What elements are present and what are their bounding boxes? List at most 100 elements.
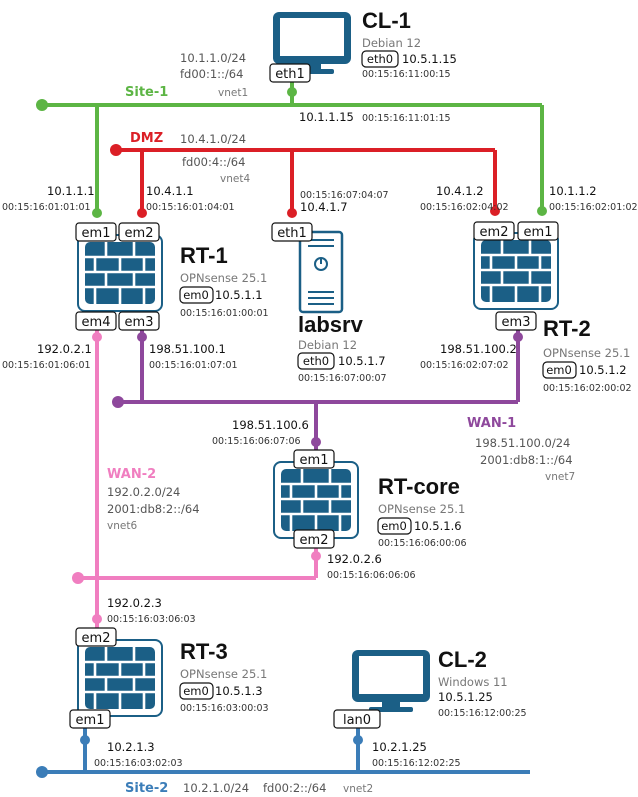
wan2-cidr6: 2001:db8:2::/64 [107, 502, 200, 516]
wan1-vnet: vnet7 [545, 471, 575, 483]
rt3-em1-mac: 00:15:16:03:02:03 [94, 758, 183, 769]
cl2-lan0-mac: 00:15:16:12:02:25 [372, 758, 461, 769]
cl1-os: Debian 12 [362, 36, 421, 50]
labsrv-mgmt-mac: 00:15:16:07:00:07 [298, 373, 387, 384]
rt1-em4-label: em4 [75, 311, 117, 331]
rtcore-mgmt-mac: 00:15:16:06:00:06 [378, 538, 467, 549]
rt1-em2-ip: 10.4.1.1 [146, 184, 194, 198]
rtcore-em1-ip: 198.51.100.6 [232, 418, 309, 432]
rt2-mgmt-mac: 00:15:16:02:00:02 [543, 383, 632, 394]
rt1-em2-label: em2 [118, 222, 160, 242]
rt3-em2-label: em2 [75, 627, 117, 647]
rt1-em3-ip: 198.51.100.1 [149, 342, 226, 356]
wan1-name: WAN-1 [467, 416, 516, 431]
rtcore-os: OPNsense 25.1 [378, 502, 465, 516]
rt3-em1-port [80, 735, 90, 745]
svg-text:em3: em3 [125, 315, 154, 330]
rt3-em1-ip: 10.2.1.3 [107, 740, 155, 754]
rtcore-hostname: RT-core [378, 474, 460, 499]
cl1-mgmt-if: eth0 [367, 52, 393, 66]
rt2-os: OPNsense 25.1 [543, 346, 630, 360]
svg-text:em2: em2 [125, 226, 154, 241]
svg-text:em3: em3 [502, 315, 531, 330]
site2-cidr4: 10.2.1.0/24 [183, 781, 249, 795]
rt2-em3-label: em3 [495, 311, 537, 331]
site1-endpoint [36, 99, 48, 111]
wan2-name: WAN-2 [107, 467, 156, 482]
site2-vnet: vnet2 [343, 783, 373, 795]
svg-text:em1: em1 [76, 713, 105, 728]
labsrv-eth1-port [287, 208, 297, 218]
cl1-mgmt-ip: 10.5.1.15 [402, 52, 457, 66]
svg-text:em2: em2 [480, 225, 509, 240]
rt3-mgmt-mac: 00:15:16:03:00:03 [180, 703, 269, 714]
rt1-firewall-icon [76, 233, 164, 313]
rt1-em4-ip: 192.0.2.1 [37, 342, 92, 356]
rt1-em3-mac: 00:15:16:01:07:01 [149, 360, 238, 371]
cl1-eth1-mac: 00:15:16:11:01:15 [362, 113, 451, 124]
wan2-endpoint [72, 572, 84, 584]
cl1-eth1-port [287, 87, 297, 97]
rt1-em2-port [137, 208, 147, 218]
rt2-em2-label: em2 [473, 221, 515, 241]
svg-text:em4: em4 [82, 315, 111, 330]
rt2-em1-mac: 00:15:16:02:01:02 [549, 202, 638, 213]
rt3-mgmt-ip: 10.5.1.3 [215, 684, 263, 698]
site2-network [42, 725, 530, 774]
rt2-em2-port [490, 206, 500, 216]
rt1-hostname: RT-1 [180, 243, 228, 268]
svg-text:em1: em1 [300, 453, 329, 468]
rtcore-em2-ip: 192.0.2.6 [327, 552, 382, 566]
rt1-em1-ip: 10.1.1.1 [47, 184, 95, 198]
rtcore-firewall-icon [272, 460, 360, 540]
rt1-em1-port [92, 208, 102, 218]
labsrv-mgmt-if-box [297, 352, 335, 370]
dmz-endpoint [110, 144, 122, 156]
svg-text:em1: em1 [524, 225, 553, 240]
rtcore-em1-mac: 00:15:16:06:07:06 [212, 436, 301, 447]
rtcore-mgmt-if: em0 [381, 519, 407, 533]
dmz-cidr6: fd00:4::/64 [182, 155, 245, 169]
rt1-mgmt-if: em0 [183, 288, 209, 302]
cl1-eth1-label: eth1 [269, 63, 311, 83]
rtcore-em1-label: em1 [293, 449, 335, 469]
cl2-monitor-icon [352, 650, 430, 712]
rt2-mgmt-if: em0 [546, 363, 572, 377]
rt3-firewall-icon [76, 638, 164, 718]
wan1-cidr4: 198.51.100.0/24 [475, 436, 570, 450]
site1-cidr4: 10.1.1.0/24 [180, 51, 246, 65]
dmz-network [116, 148, 497, 215]
site2-name: Site-2 [125, 781, 168, 796]
rt2-mgmt-ip: 10.5.1.2 [579, 363, 627, 377]
labsrv-server-icon [298, 230, 344, 314]
rtcore-em1-port [311, 437, 321, 447]
labsrv-mgmt-if: eth0 [303, 354, 329, 368]
rtcore-em2-port [311, 551, 321, 561]
rt1-em4-port [92, 332, 102, 342]
rt2-em2-ip: 10.4.1.2 [436, 184, 484, 198]
rt1-em1-label: em1 [75, 222, 117, 242]
cl1-mgmt-mac: 00:15:16:11:00:15 [362, 69, 451, 80]
rtcore-mgmt-ip: 10.5.1.6 [414, 519, 462, 533]
cl2-lan0-label: lan0 [333, 709, 381, 729]
rt2-em3-ip: 198.51.100.2 [440, 342, 517, 356]
svg-text:em2: em2 [300, 533, 329, 548]
dmz-vnet: vnet4 [220, 173, 250, 185]
site1-vnet: vnet1 [218, 87, 248, 99]
rt2-em1-ip: 10.1.1.2 [549, 184, 597, 198]
wan1-endpoint [112, 396, 124, 408]
rt1-em4-mac: 00:15:16:01:06:01 [2, 360, 91, 371]
dmz-cidr4: 10.4.1.0/24 [180, 132, 246, 146]
rt1-em1-mac: 00:15:16:01:01:01 [2, 202, 91, 213]
rt2-em1-label: em1 [517, 221, 559, 241]
labsrv-eth1-mac: 00:15:16:07:04:07 [300, 190, 389, 201]
site2-cidr6: fd00:2::/64 [263, 781, 326, 795]
cl1-hostname: CL-1 [362, 8, 411, 33]
rt3-em1-label: em1 [69, 709, 111, 729]
rt3-mgmt-if-box [179, 682, 214, 700]
site1-cidr6: fd00:1::/64 [180, 67, 243, 81]
rt3-em2-mac: 00:15:16:03:06:03 [107, 614, 196, 625]
labsrv-eth1-label: eth1 [271, 222, 313, 242]
svg-text:eth1: eth1 [275, 67, 305, 82]
